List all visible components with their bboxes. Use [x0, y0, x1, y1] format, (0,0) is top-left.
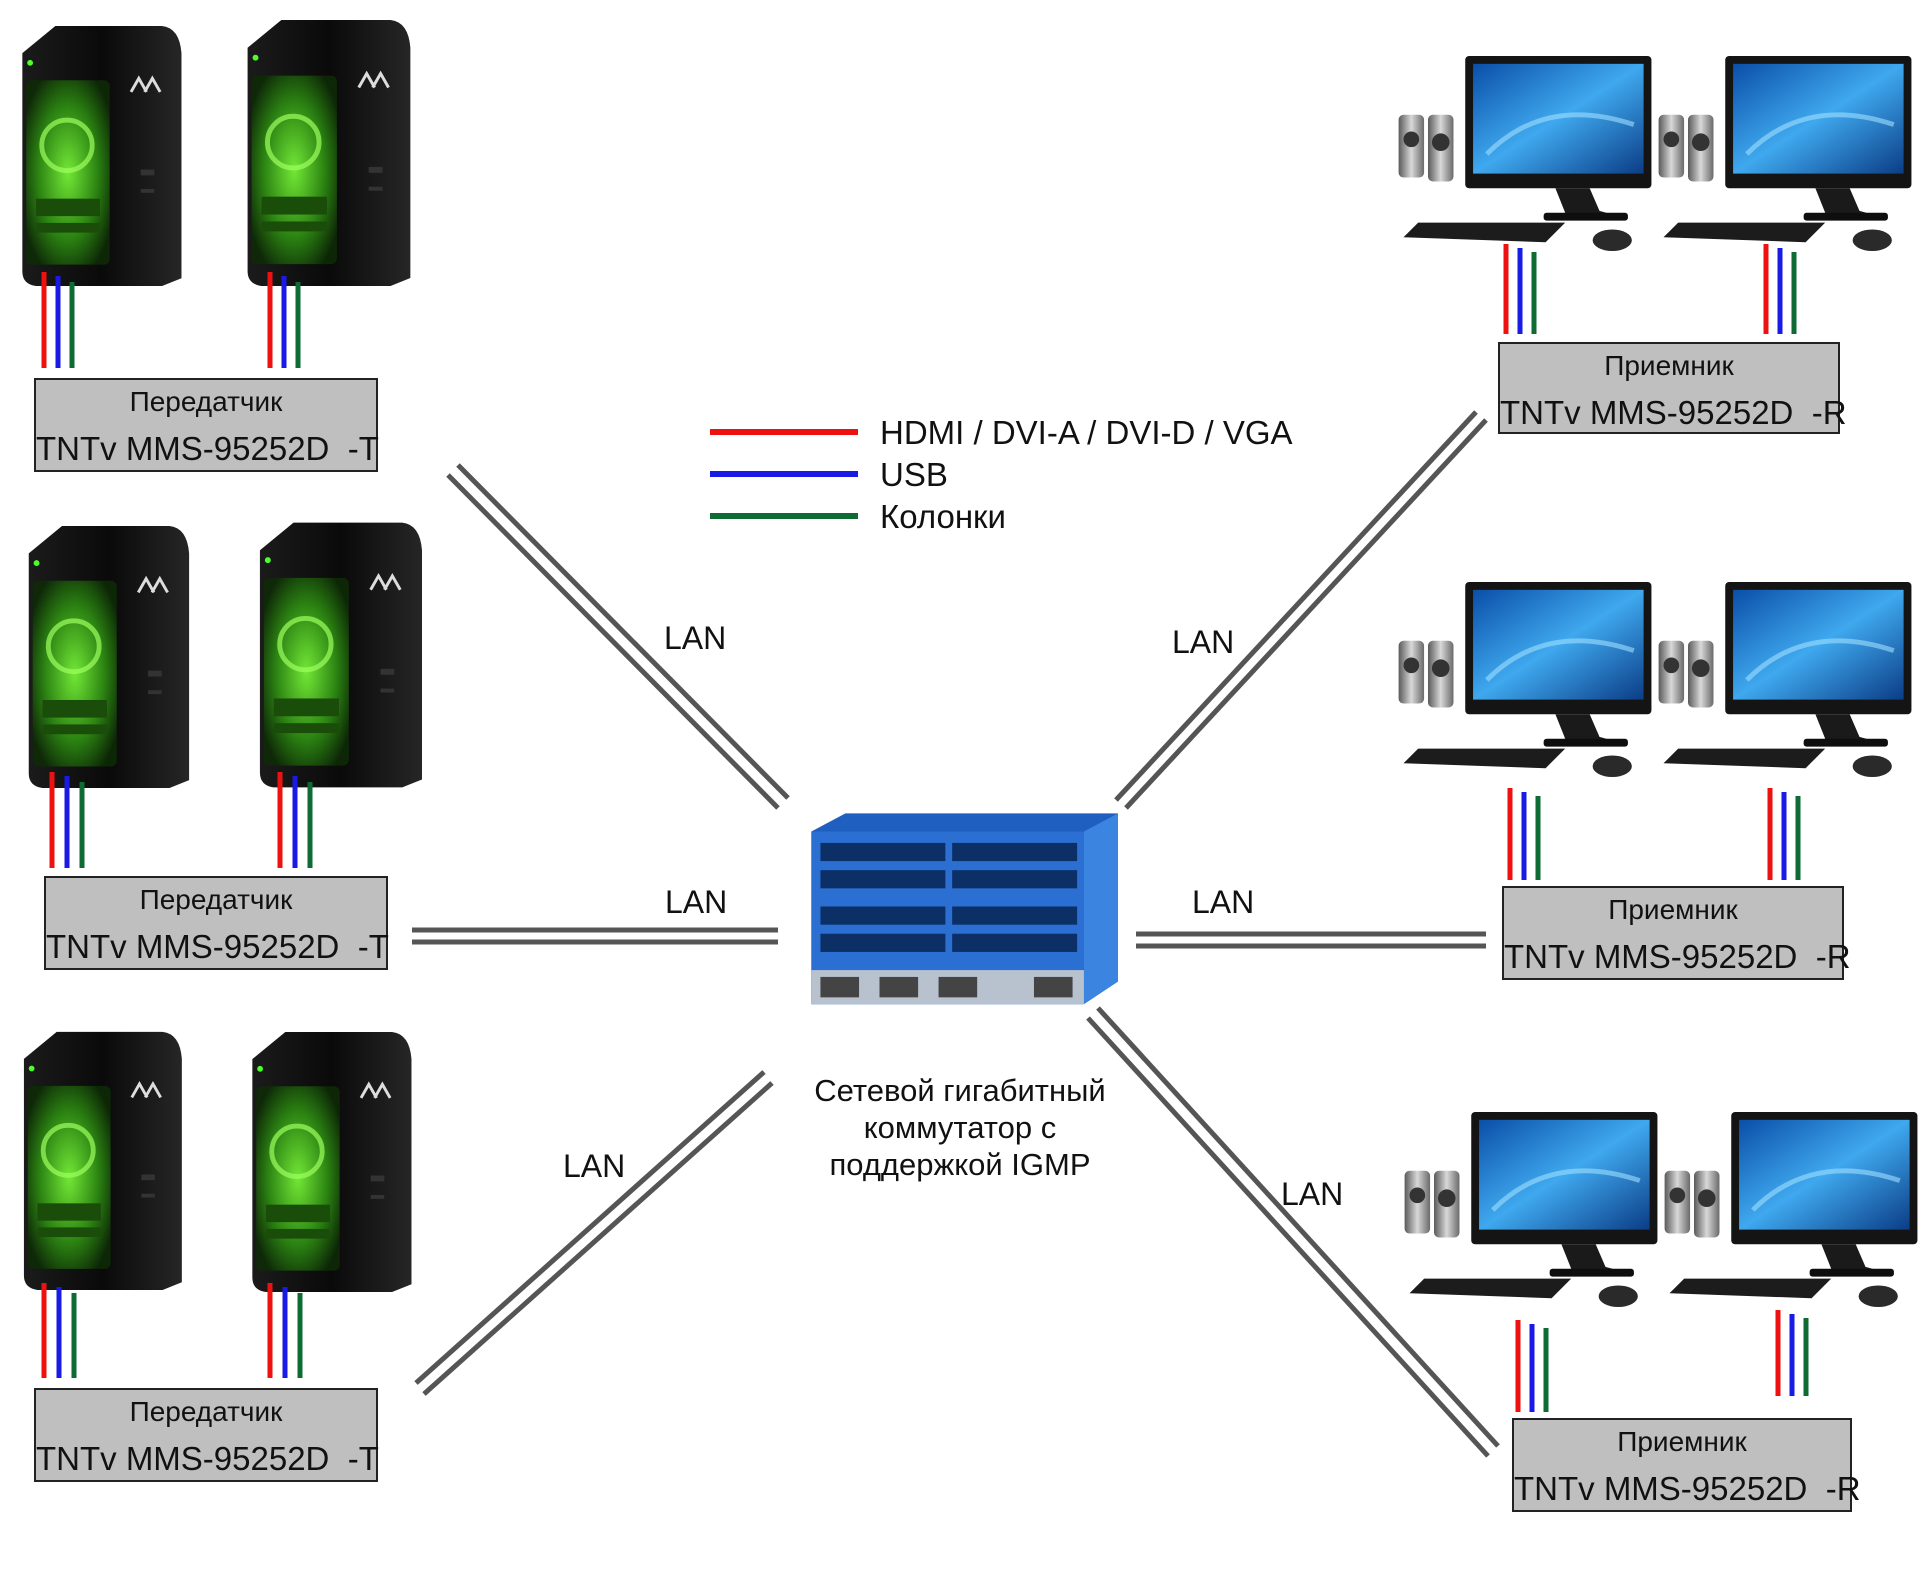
pc-tower-icon — [29, 526, 189, 788]
desktop-workstation-icon — [1665, 1112, 1918, 1307]
cable-triplet — [1775, 1310, 1809, 1396]
receiver-box: Приемник TNTv MMS-95252D -R — [1498, 342, 1847, 434]
pc-tower-icon — [260, 523, 422, 788]
cable-triplet — [277, 772, 313, 868]
lan-label: LAN — [1192, 884, 1255, 920]
switch-caption-line: коммутатор с — [863, 1110, 1057, 1145]
pc-tower-icon — [248, 20, 411, 286]
pc-tower-icon — [22, 26, 181, 286]
lan-link-rx-2 — [1136, 931, 1486, 949]
pc-tower-icon — [24, 1032, 182, 1290]
lan-link-rx-1 — [1114, 410, 1488, 810]
receiver-model: TNTv MMS-95252D -R — [1504, 938, 1851, 975]
transmitter-box: Передатчик TNTv MMS-95252D -T — [34, 378, 379, 472]
cable-triplet — [267, 272, 301, 368]
transmitter-model: TNTv MMS-95252D -T — [36, 1440, 379, 1477]
lan-label: LAN — [665, 884, 728, 920]
cable-triplet — [1515, 1320, 1549, 1412]
cable-triplet — [1763, 244, 1797, 334]
lan-link-rx-3 — [1086, 1006, 1500, 1458]
receiver-box: Приемник TNTv MMS-95252D -R — [1512, 1418, 1861, 1512]
legend-label-audio: Колонки — [880, 498, 1006, 535]
receiver-model: TNTv MMS-95252D -R — [1500, 394, 1847, 431]
transmitter-box: Передатчик TNTv MMS-95252D -T — [44, 876, 389, 970]
cable-triplet — [267, 1283, 303, 1378]
lan-link-tx-2 — [412, 927, 778, 945]
receiver-label: Приемник — [1604, 350, 1734, 381]
lan-label: LAN — [563, 1148, 626, 1184]
cable-triplet — [49, 772, 85, 868]
cable-triplet — [41, 1283, 77, 1378]
transmitter-model: TNTv MMS-95252D -T — [46, 928, 389, 965]
cable-triplet — [1507, 788, 1541, 880]
receiver-label: Приемник — [1608, 894, 1738, 925]
receiver-label: Приемник — [1617, 1426, 1747, 1457]
desktop-workstation-icon — [1405, 1112, 1658, 1307]
desktop-workstation-icon — [1659, 582, 1912, 777]
desktop-workstation-icon — [1399, 56, 1652, 251]
transmitter-model: TNTv MMS-95252D -T — [36, 430, 379, 467]
cable-triplet — [41, 272, 75, 368]
switch-caption: Сетевой гигабитный коммутатор с поддержк… — [770, 1072, 1150, 1183]
lan-link-tx-1 — [446, 463, 790, 810]
transmitter-label: Передатчик — [139, 884, 293, 915]
lan-links — [412, 410, 1500, 1458]
network-switch-icon — [811, 813, 1118, 1005]
pc-tower-icon — [252, 1032, 411, 1292]
legend-label-video: HDMI / DVI-A / DVI-D / VGA — [880, 414, 1293, 451]
switch-caption-line: Сетевой гигабитный — [814, 1073, 1106, 1108]
transmitter-label: Передатчик — [129, 386, 283, 417]
cable-bundles — [41, 244, 1809, 1412]
transmitter-label: Передатчик — [129, 1396, 283, 1427]
lan-label: LAN — [1172, 624, 1235, 660]
switch-caption-line: поддержкой IGMP — [829, 1147, 1091, 1182]
cable-triplet — [1503, 244, 1537, 334]
lan-label: LAN — [1281, 1176, 1344, 1212]
desktop-workstation-icon — [1659, 56, 1912, 251]
lan-link-tx-3 — [414, 1070, 774, 1396]
lan-label: LAN — [664, 620, 727, 656]
cable-triplet — [1767, 788, 1801, 880]
receiver-box: Приемник TNTv MMS-95252D -R — [1502, 886, 1851, 980]
legend-label-usb: USB — [880, 456, 948, 493]
receiver-model: TNTv MMS-95252D -R — [1514, 1470, 1861, 1507]
transmitter-box: Передатчик TNTv MMS-95252D -T — [34, 1388, 379, 1482]
desktop-workstation-icon — [1399, 582, 1652, 777]
